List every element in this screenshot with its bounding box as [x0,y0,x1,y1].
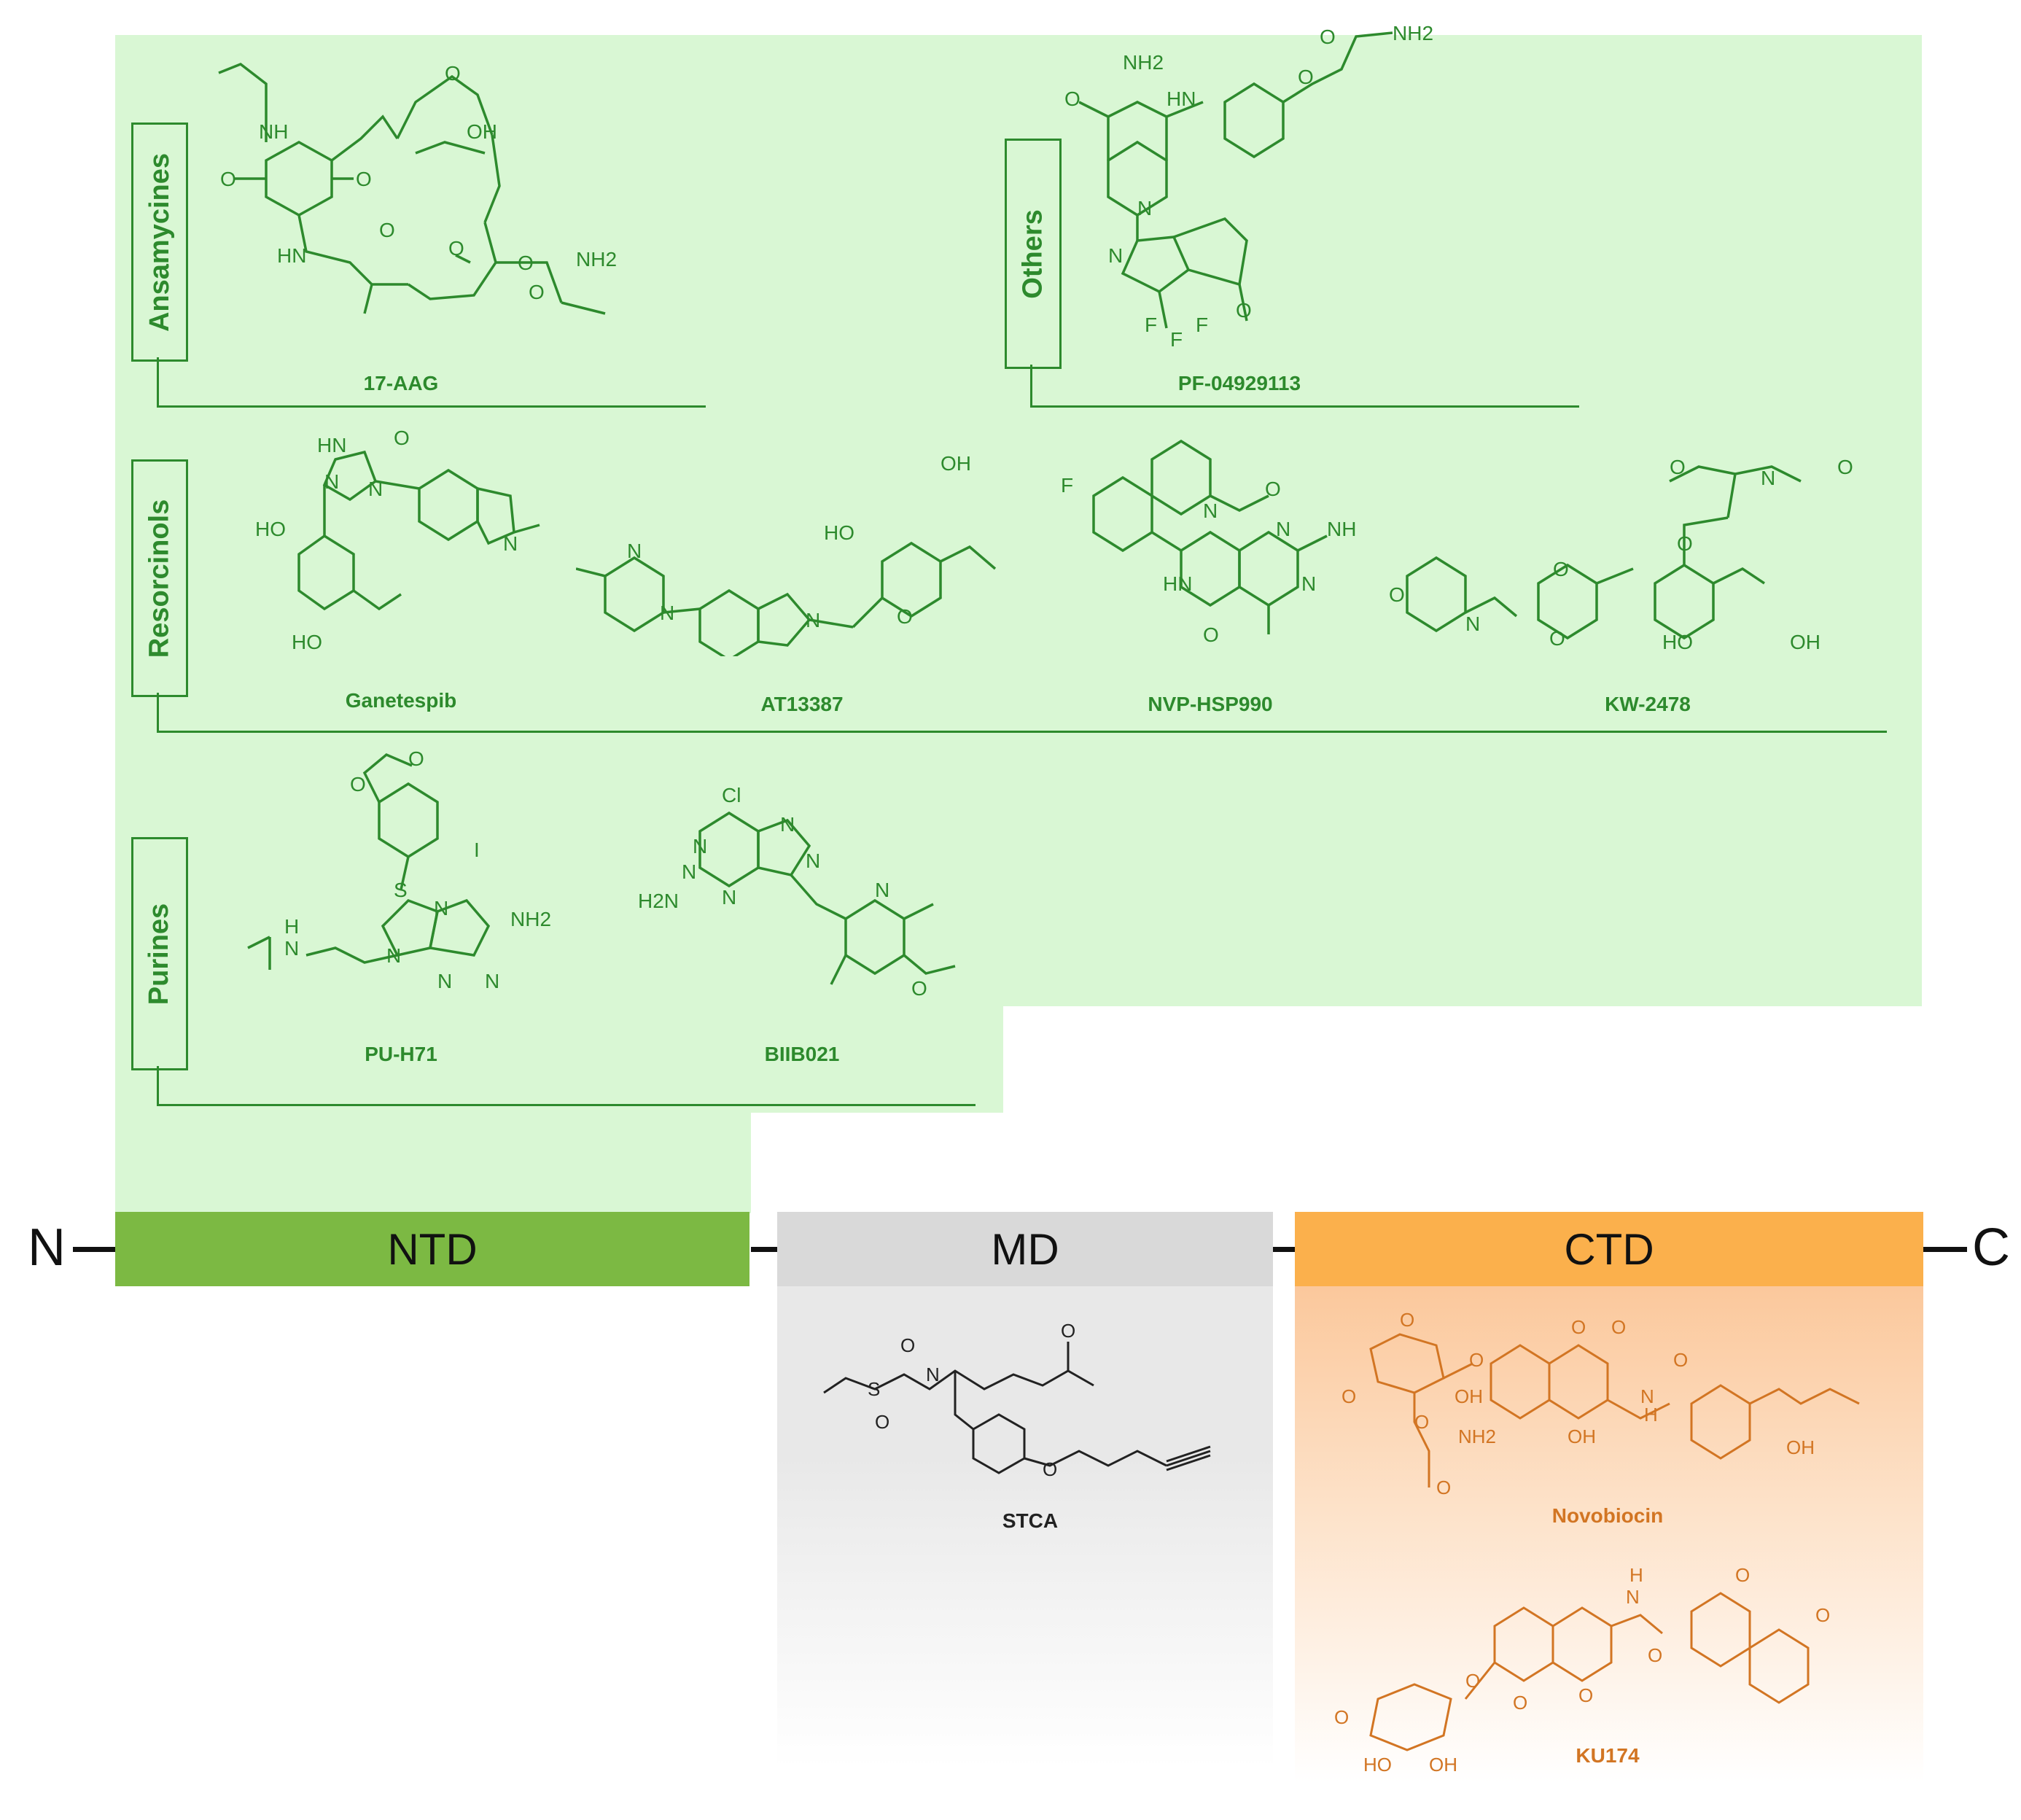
class-box-others: Others [1005,139,1062,369]
structure-at13387 [576,541,997,656]
class-label-resorcinols: Resorcinols [144,499,175,658]
structure-17-aag [218,63,606,315]
linker-md-ctd [1273,1247,1295,1252]
structure-novobiocin [1369,1333,1860,1488]
atom-label-group-ganetespib: HN O N N HO HO N [255,427,518,653]
structure-kw-2478 [1406,465,1802,640]
atom-label-group-kw-2478: O N O O O N O O HO OH [1389,456,1853,653]
domain-ntd: NTD [115,1212,749,1286]
md-inhibitor-region [777,1286,1273,1768]
class-box-resorcinols: Resorcinols [131,459,188,697]
compound-name-biib021: BIIB021 [764,1043,840,1065]
atom-label-group-pu-h71: O O I S N NH2 H N N N N [284,747,552,992]
class-label-ansamycines: Ansamycines [144,152,175,332]
ntd-inhibitor-region-middle [115,1005,1003,1113]
atom-label-group-novobiocin: O O O O OH O NH2 O OH N H O OH O [1342,1309,1815,1498]
structure-ganetespib [297,450,540,611]
n-terminus-label: N [28,1218,66,1277]
atom-label-group-nvp-hsp990: F N O N NH HN N O [1061,474,1357,646]
ntd-inhibitor-region-upper [115,35,1922,1006]
domain-label-md: MD [991,1224,1059,1274]
c-terminus-label: C [1972,1218,2010,1277]
structure-biib021 [698,811,956,985]
atom-label-group-ku174: N H O O O O O HO OH O O [1334,1564,1831,1776]
structure-ku174 [1369,1592,1810,1751]
atom-label-group-stca: O S O N O O [868,1320,1076,1480]
compound-name-ku174: KU174 [1576,1744,1640,1767]
class-box-purines: Purines [131,837,188,1070]
linker-n [73,1247,117,1252]
ntd-inhibitor-region-lower [115,1111,751,1213]
structure-stca [823,1342,1211,1474]
compound-name-at13387: AT13387 [760,693,844,715]
atom-label-group-17-aag: NH O O OH HN O O O O NH2 O [220,62,618,303]
bracket-resorcinols [157,693,1887,733]
linker-ntd-md [751,1247,777,1252]
domain-label-ntd: NTD [387,1224,478,1274]
bracket-purines [157,1066,976,1106]
domain-md: MD [777,1212,1273,1286]
atom-label-group-biib021: Cl N N N H2N N N N O [638,784,927,1000]
bracket-others [1030,365,1579,408]
compound-name-17-aag: 17-AAG [363,372,439,394]
class-label-others: Others [1017,209,1048,299]
atom-label-group-at13387: N N N HO OH O [627,452,971,631]
class-box-ansamycines: Ansamycines [131,122,188,362]
class-label-purines: Purines [144,903,175,1005]
compound-name-pf-04929113: PF-04929113 [1177,372,1301,394]
compound-name-stca: STCA [1002,1509,1059,1532]
compound-name-pu-h71: PU-H71 [365,1043,437,1065]
compound-name-kw-2478: KW-2478 [1605,693,1691,715]
bracket-ansamycines [157,357,706,408]
compound-name-ganetespib: Ganetespib [345,689,457,712]
linker-c [1923,1247,1967,1252]
compound-name-nvp-hsp990: NVP-HSP990 [1148,693,1273,715]
structure-nvp-hsp990 [1092,439,1328,634]
structure-pf-04929113 [1079,31,1393,329]
domain-ctd: CTD [1295,1212,1923,1286]
ctd-inhibitor-region [1295,1286,1923,1782]
domain-label-ctd: CTD [1564,1224,1654,1274]
structure-pu-h71 [247,752,491,970]
atom-label-group-pf-04929113: NH2 O HN O O NH2 N N O F F F [1064,22,1434,351]
compound-name-novobiocin: Novobiocin [1551,1504,1664,1527]
